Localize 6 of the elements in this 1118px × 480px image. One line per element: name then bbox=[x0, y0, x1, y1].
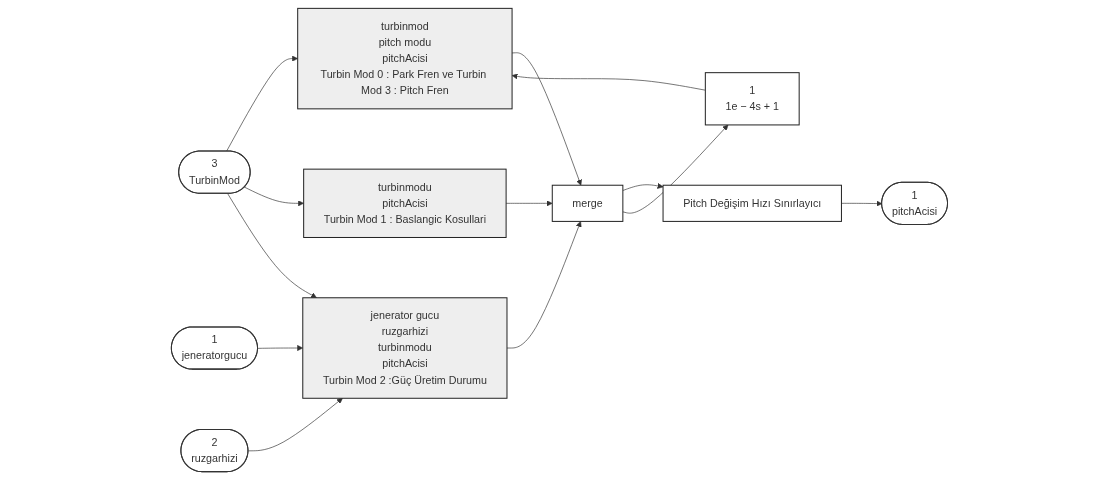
node-box: Pitch Değişim Hızı Sınırlayıcı bbox=[662, 184, 842, 222]
node-box: turbinmod pitch modu pitchAcisi Turbin Mod 0 : Park Fren ve Turbin Mod 3 : Pitch Fren bbox=[296, 7, 513, 110]
node-box: 1 1e − 4s + 1 bbox=[704, 72, 800, 126]
node-box: turbinmodu pitchAcisi Turbin Mod 1 : Baslangic Kosullari bbox=[302, 168, 507, 238]
node-box: jenerator gucu ruzgarhizi turbinmodu pitchAcisi Turbin Mod 2 :Güç Üretim Durumu bbox=[301, 297, 508, 399]
node-box: merge bbox=[551, 184, 623, 222]
